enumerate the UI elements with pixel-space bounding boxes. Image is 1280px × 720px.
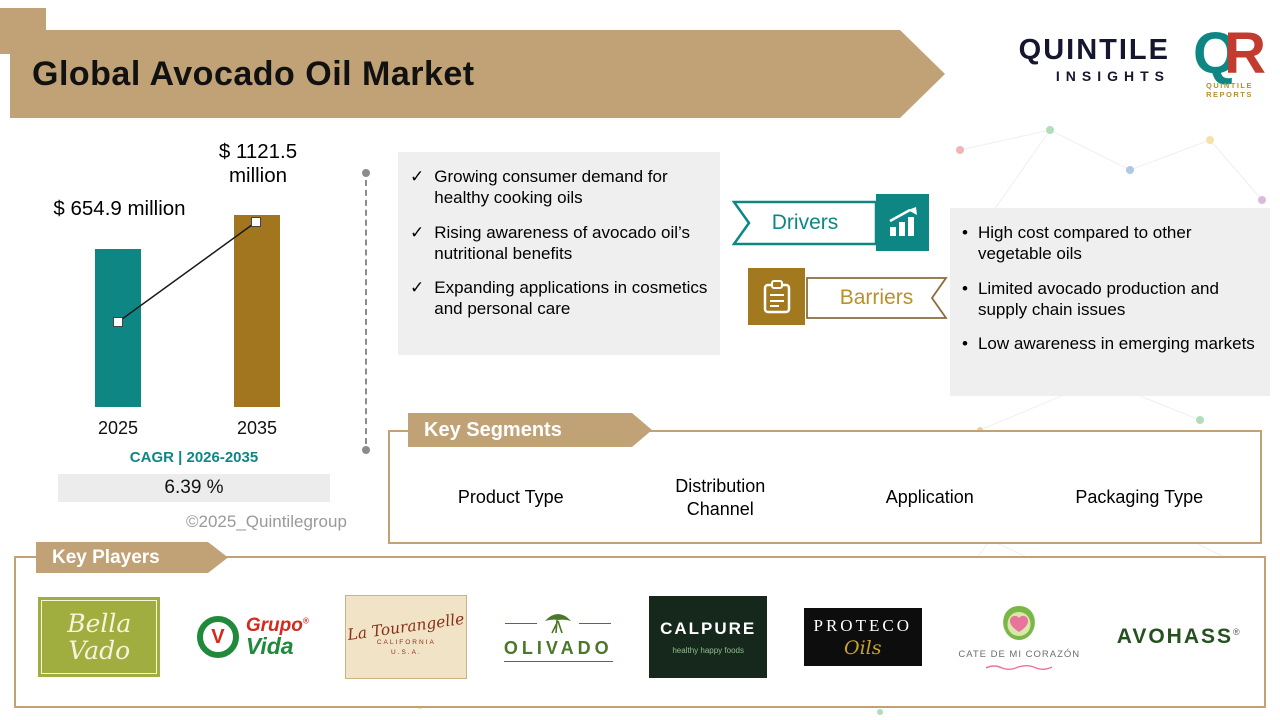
logo-calpure: CALPURE healthy happy foods (649, 596, 768, 678)
segment-product-type: Product Type (457, 487, 564, 508)
drivers-label: Drivers (771, 211, 839, 234)
grupo-vida-line2: Vida (245, 633, 294, 659)
bullet-icon: • (962, 334, 968, 353)
qr-logo-caption: QUINTILE REPORTS (1206, 81, 1253, 99)
rule-right (579, 623, 612, 624)
barriers-iconbox (748, 268, 805, 325)
bar-value-label-2025: $ 654.9 million (53, 197, 186, 220)
segment-application: Application (885, 487, 974, 508)
calpure-name: CALPURE (660, 619, 757, 638)
key-players-logos: Bella Vado V Grupo® Vida La Tourangelle … (20, 578, 1260, 696)
growth-chart-icon (888, 206, 917, 236)
rule-left (505, 623, 538, 624)
bullet-icon: • (962, 278, 968, 298)
trend-line (117, 221, 257, 323)
barrier-item-text: Limited avocado production and supply ch… (977, 278, 1219, 319)
driver-item-text: Expanding applications in cosmetics and … (434, 278, 708, 319)
brand-name: QUINTILE (1018, 34, 1170, 66)
proteco-name: PROTECO (813, 615, 912, 635)
registered-mark: ® (1233, 627, 1242, 637)
drivers-ribbon: Drivers (732, 200, 878, 246)
connector-dot-bottom (362, 446, 370, 454)
tree-icon (545, 613, 572, 633)
logo-bella-vado: Bella Vado (38, 597, 161, 677)
quintile-insights-logo: QUINTILE INSIGHTS (1002, 34, 1170, 84)
drivers-list: ✓ Growing consumer demand for healthy co… (398, 152, 720, 355)
registered-mark: ® (302, 616, 309, 626)
brand-subname: INSIGHTS (1055, 68, 1170, 84)
trend-marker-2035 (251, 217, 261, 227)
clipboard-icon (763, 279, 790, 313)
barrier-item-text: High cost compared to other vegetable oi… (977, 223, 1192, 264)
bar-2035 (234, 215, 280, 407)
qr-logo-r: R (1224, 21, 1266, 86)
cate-script-decoration (985, 664, 1053, 670)
grupo-vida-mark-icon: V (196, 616, 239, 658)
check-icon: ✓ (410, 222, 425, 242)
driver-item-text: Rising awareness of avocado oil’s nutrit… (434, 222, 691, 263)
barrier-item: • Limited avocado production and supply … (962, 278, 1258, 321)
avohass-name: AVOHASS® (1116, 625, 1242, 648)
barrier-item-text: Low awareness in emerging markets (977, 334, 1255, 353)
check-icon: ✓ (410, 278, 425, 297)
key-segments-box: Product Type Distribution Channel Applic… (388, 430, 1262, 544)
proteco-oils-word: Oils (844, 636, 882, 659)
bella-vado-line1: Bella (67, 609, 132, 638)
x-axis-label-2025: 2025 (97, 418, 139, 438)
page-title: Global Avocado Oil Market (32, 54, 475, 93)
drivers-iconbox (876, 194, 929, 251)
key-segments-banner: Key Segments (408, 413, 652, 447)
trend-marker-2025 (113, 317, 123, 327)
bullet-icon: • (962, 223, 968, 242)
qr-logo-q: Q (1192, 21, 1239, 86)
grupo-vida-mark: V (211, 625, 225, 648)
cate-name: CATE DE MI CORAZÓN (958, 648, 1081, 660)
check-icon: ✓ (410, 167, 425, 186)
key-players-banner: Key Players (36, 542, 228, 573)
avocado-heart-icon (1003, 605, 1036, 640)
corner-accent-square (0, 8, 46, 54)
x-axis-label-2035: 2035 (236, 418, 278, 438)
la-tourangelle-sub1: CALIFORNIA (376, 639, 436, 646)
bar-value-label-2035: $ 1121.5 million (218, 140, 298, 188)
watermark: ©2025_Quintilegroup (186, 512, 347, 531)
barriers-ribbon: Barriers (805, 276, 948, 320)
dashed-connector-line (365, 180, 367, 444)
logo-cate-de-mi-corazon: CATE DE MI CORAZÓN (958, 604, 1080, 671)
driver-item: ✓ Growing consumer demand for healthy co… (410, 166, 708, 209)
cagr-label: CAGR | 2026-2035 (129, 449, 259, 466)
barriers-list: • High cost compared to other vegetable … (950, 208, 1270, 396)
quintile-reports-logo: QR QUINTILE REPORTS (1182, 20, 1277, 99)
logo-grupo-vida: V Grupo® Vida (196, 615, 309, 659)
logo-avohass: AVOHASS® (1117, 625, 1242, 649)
calpure-tagline: healthy happy foods (672, 646, 744, 655)
driver-item: ✓ Rising awareness of avocado oil’s nutr… (410, 222, 708, 265)
logo-olivado: OLIVADO (503, 613, 613, 662)
driver-item: ✓ Expanding applications in cosmetics an… (410, 277, 708, 320)
segment-packaging-type: Packaging Type (1075, 487, 1204, 508)
connector-dot-top (362, 169, 370, 177)
cagr-value: 6.39 % (58, 474, 330, 502)
bar-2025 (95, 249, 141, 407)
la-tourangelle-sub2: U.S.A. (390, 649, 422, 656)
grupo-vida-line1: Grupo® (245, 615, 309, 636)
barrier-item: • Low awareness in emerging markets (962, 333, 1258, 354)
olivado-name: OLIVADO (503, 638, 613, 662)
logo-la-tourangelle: La Tourangelle CALIFORNIA U.S.A. (345, 595, 468, 679)
segment-distribution-channel: Distribution Channel (675, 475, 766, 519)
driver-item-text: Growing consumer demand for healthy cook… (434, 167, 668, 208)
bella-vado-line2: Vado (68, 636, 131, 665)
barrier-item: • High cost compared to other vegetable … (962, 222, 1258, 265)
logo-proteco-oils: PROTECO Oils (803, 608, 922, 666)
barriers-label: Barriers (839, 286, 914, 309)
title-banner: Global Avocado Oil Market (10, 30, 945, 118)
